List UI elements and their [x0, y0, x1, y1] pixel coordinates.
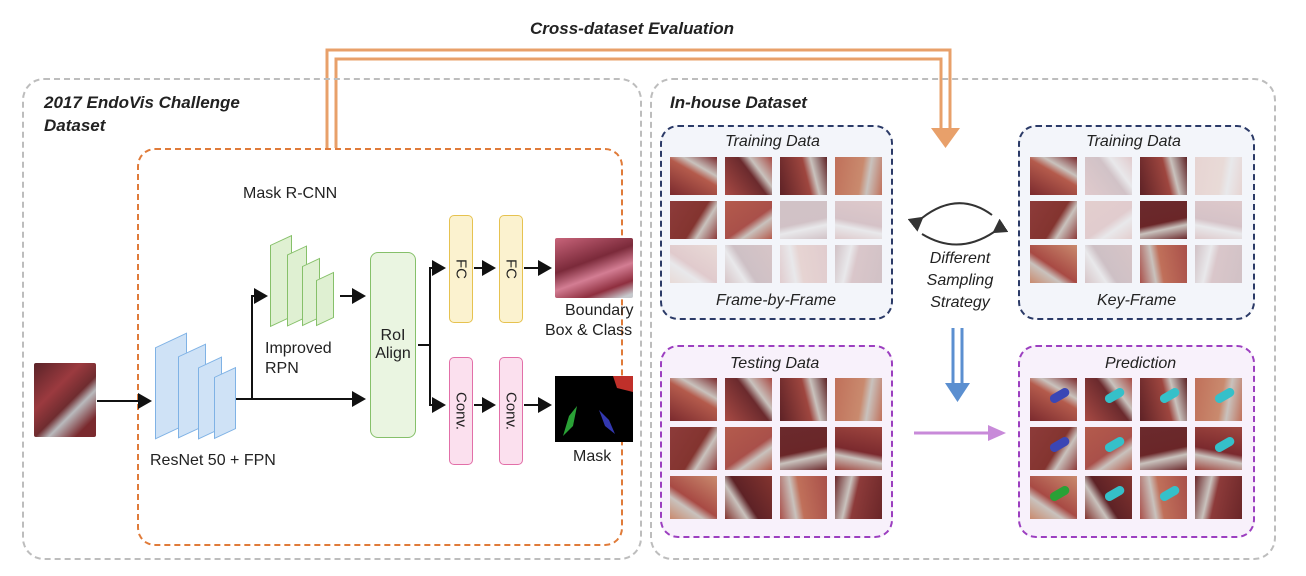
- training-right-title: Training Data: [1086, 133, 1181, 150]
- surgical-thumbnail: [780, 378, 827, 421]
- conv-block-2: Conv.: [499, 357, 523, 465]
- surgical-thumbnail: [835, 201, 882, 239]
- rpn-label-line2: RPN: [265, 360, 299, 377]
- surgical-thumbnail: [725, 427, 772, 470]
- surgical-thumbnail: [1085, 476, 1132, 519]
- conv-label-1: Conv.: [452, 391, 470, 431]
- surgical-thumbnail: [1195, 427, 1242, 470]
- surgical-thumbnail: [1140, 245, 1187, 283]
- surgical-thumbnail: [725, 201, 772, 239]
- surgical-thumbnail: [725, 476, 772, 519]
- surgical-thumbnail: [1195, 476, 1242, 519]
- bbox-output-image: [555, 238, 633, 298]
- surgical-thumbnail: [835, 157, 882, 195]
- surgical-thumbnail: [1085, 245, 1132, 283]
- bbox-label-line1: Boundary: [565, 302, 634, 319]
- mask-output-image: [555, 376, 633, 442]
- training-left-title: Training Data: [725, 133, 820, 150]
- surgical-thumbnail: [670, 157, 717, 195]
- surgical-thumbnail: [1085, 427, 1132, 470]
- endovis-title-line2: Dataset: [44, 116, 106, 135]
- surgical-thumbnail: [780, 427, 827, 470]
- surgical-thumbnail: [1140, 427, 1187, 470]
- cross-dataset-title: Cross-dataset Evaluation: [530, 19, 735, 38]
- roi-align-block: RoI Align: [370, 252, 416, 438]
- bbox-label-line2: Box & Class: [545, 322, 633, 339]
- surgical-thumbnail: [1030, 201, 1077, 239]
- sampling-line2: Sampling: [926, 272, 994, 289]
- surgical-thumbnail: [780, 201, 827, 239]
- surgical-thumbnail: [725, 157, 772, 195]
- surgical-thumbnail: [1030, 378, 1077, 421]
- backbone-label: ResNet 50 + FPN: [150, 452, 276, 469]
- prediction-title: Prediction: [1105, 355, 1177, 372]
- fc-block-2: FC: [499, 215, 523, 323]
- roi-label-line1: RoI: [380, 327, 406, 344]
- surgical-thumbnail: [1140, 476, 1187, 519]
- fc-label-2: FC: [502, 259, 520, 279]
- conv-block-1: Conv.: [449, 357, 473, 465]
- surgical-thumbnail: [1085, 157, 1132, 195]
- roi-label-line2: Align: [375, 345, 411, 362]
- testing-title: Testing Data: [730, 355, 820, 372]
- surgical-thumbnail: [725, 378, 772, 421]
- surgical-thumbnail: [780, 245, 827, 283]
- surgical-thumbnail: [1030, 476, 1077, 519]
- endovis-title-line1: 2017 EndoVis Challenge: [44, 93, 240, 112]
- surgical-thumbnail: [670, 427, 717, 470]
- sampling-strategy-text: Different Sampling Strategy: [920, 248, 1000, 314]
- surgical-thumbnail: [835, 378, 882, 421]
- surgical-thumbnail: [670, 476, 717, 519]
- surgical-thumbnail: [1140, 157, 1187, 195]
- surgical-thumbnail: [670, 201, 717, 239]
- surgical-thumbnail: [1085, 201, 1132, 239]
- sampling-line1: Different: [929, 250, 991, 267]
- surgical-thumbnail: [1085, 378, 1132, 421]
- mask-label: Mask: [573, 448, 612, 465]
- inhouse-panel: [650, 78, 1276, 560]
- surgical-thumbnail: [1195, 378, 1242, 421]
- surgical-thumbnail: [1195, 245, 1242, 283]
- surgical-thumbnail: [1195, 157, 1242, 195]
- surgical-thumbnail: [725, 245, 772, 283]
- inhouse-title: In-house Dataset: [670, 93, 807, 112]
- surgical-thumbnail: [670, 245, 717, 283]
- surgical-thumbnail: [670, 378, 717, 421]
- surgical-thumbnail: [835, 476, 882, 519]
- surgical-thumbnail: [780, 157, 827, 195]
- surgical-thumbnail: [1030, 157, 1077, 195]
- mask-rcnn-label: Mask R-CNN: [243, 185, 338, 202]
- sampling-line3: Strategy: [930, 294, 990, 311]
- surgical-thumbnail: [1030, 427, 1077, 470]
- input-image: [34, 363, 96, 437]
- surgical-thumbnail: [1195, 201, 1242, 239]
- training-right-caption: Key-Frame: [1097, 292, 1177, 309]
- surgical-thumbnail: [835, 245, 882, 283]
- surgical-thumbnail: [1030, 245, 1077, 283]
- surgical-thumbnail: [1140, 378, 1187, 421]
- surgical-thumbnail: [780, 476, 827, 519]
- mask-rcnn-box: [137, 148, 623, 546]
- training-left-caption: Frame-by-Frame: [716, 292, 837, 309]
- conv-label-2: Conv.: [502, 391, 520, 431]
- fc-block-1: FC: [449, 215, 473, 323]
- endovis-panel: [22, 78, 642, 560]
- rpn-label-line1: Improved: [265, 340, 332, 357]
- surgical-thumbnail: [1140, 201, 1187, 239]
- fc-label-1: FC: [452, 259, 470, 279]
- surgical-thumbnail: [835, 427, 882, 470]
